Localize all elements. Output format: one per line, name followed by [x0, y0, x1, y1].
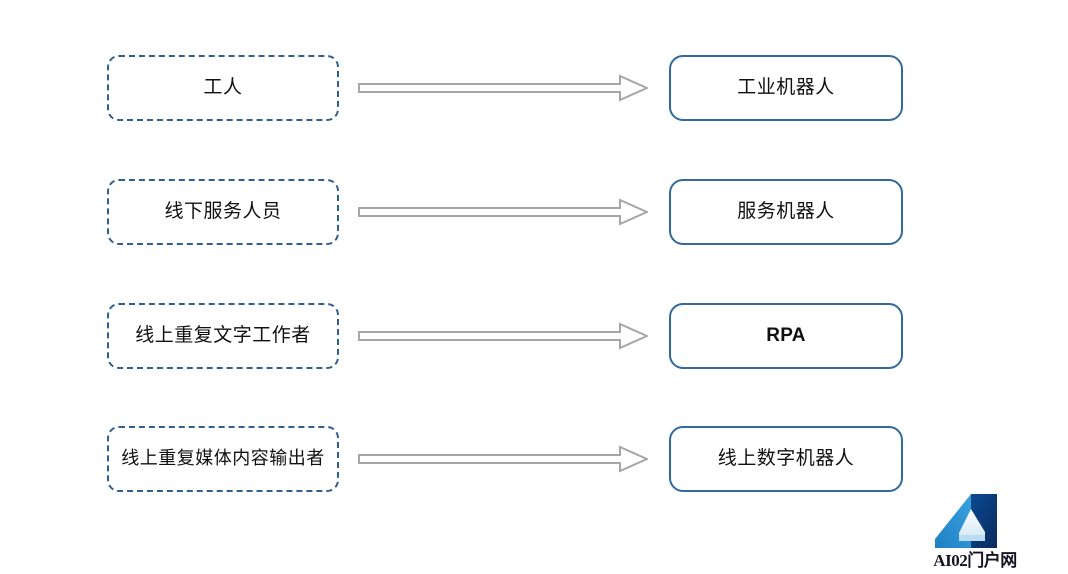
block-arrow-right-icon-2 — [358, 198, 648, 226]
block-arrow-right-icon-1 — [358, 74, 648, 102]
target-box-4[interactable]: 线上数字机器人 — [669, 426, 903, 492]
source-box-4[interactable]: 线上重复媒体内容输出者 — [107, 426, 339, 492]
target-box-label: 服务机器人 — [737, 201, 835, 223]
target-box-1[interactable]: 工业机器人 — [669, 55, 903, 121]
target-box-label: 工业机器人 — [737, 77, 835, 99]
watermark-text: AI02门户网 — [933, 551, 1017, 570]
watermark: AI02门户网 — [925, 492, 1025, 572]
source-box-3[interactable]: 线上重复文字工作者 — [107, 303, 339, 369]
block-arrow-right-icon-3 — [358, 322, 648, 350]
a-logo-icon — [933, 492, 1011, 550]
source-box-label: 工人 — [203, 77, 243, 99]
block-arrow-right-icon-4 — [358, 445, 648, 473]
target-box-label: RPA — [766, 325, 806, 347]
diagram-row: 线下服务人员 服务机器人 — [0, 179, 1068, 251]
target-box-2[interactable]: 服务机器人 — [669, 179, 903, 245]
source-box-2[interactable]: 线下服务人员 — [107, 179, 339, 245]
source-box-label: 线下服务人员 — [164, 201, 282, 223]
target-box-label: 线上数字机器人 — [717, 448, 855, 470]
diagram-row: 工人 工业机器人 — [0, 55, 1068, 127]
diagram-row: 线上重复文字工作者 RPA — [0, 303, 1068, 375]
source-box-label: 线上重复文字工作者 — [135, 325, 311, 347]
target-box-3[interactable]: RPA — [669, 303, 903, 369]
source-box-label: 线上重复媒体内容输出者 — [121, 448, 325, 469]
source-box-1[interactable]: 工人 — [107, 55, 339, 121]
diagram-row: 线上重复媒体内容输出者 线上数字机器人 — [0, 426, 1068, 498]
